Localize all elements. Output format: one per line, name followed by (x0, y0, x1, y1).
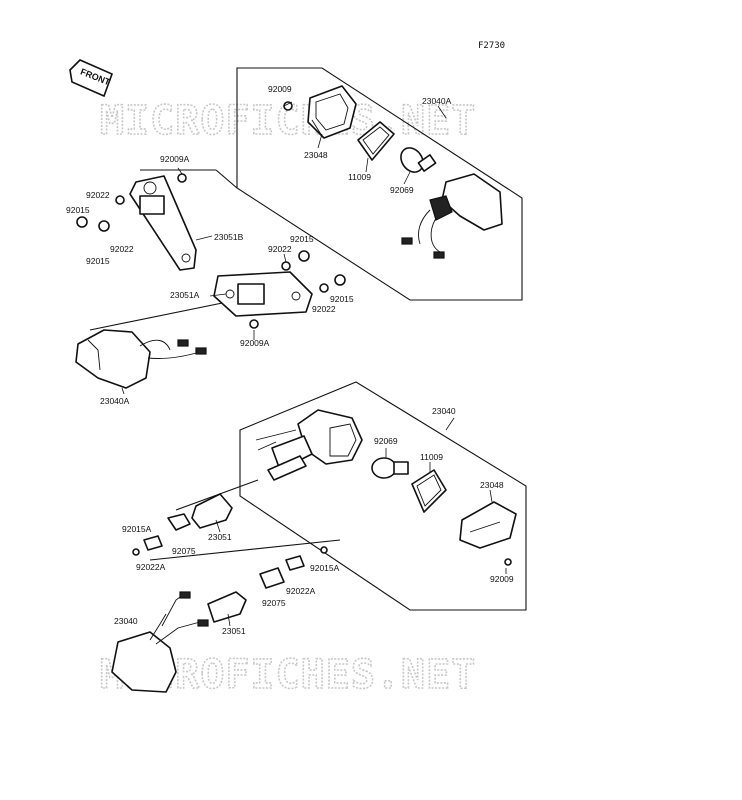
label-92022-d: 92022 (312, 304, 336, 314)
label-92015-a: 92015 (66, 205, 90, 215)
label-92009-lower: 92009 (490, 574, 514, 584)
page-code: F2730 (478, 41, 505, 51)
label-92022-a: 92022 (86, 190, 110, 200)
screw-92009A-bottom-part (249, 319, 259, 329)
nut-92015-b-part (76, 216, 88, 228)
label-92009A-top: 92009A (160, 154, 190, 164)
nut-92015-a-part (98, 220, 110, 232)
stay-23051A-part (213, 271, 313, 317)
stay-23051B-part (129, 175, 197, 271)
label-92009: 92009 (268, 84, 292, 94)
label-23051A: 23051A (170, 290, 200, 300)
label-23040-lamp: 23040 (114, 616, 138, 626)
screw-92009-part (283, 101, 293, 111)
label-92075-a: 92075 (172, 546, 196, 556)
label-23048: 23048 (304, 150, 328, 160)
lamp-housing-lower-right (255, 409, 363, 481)
lower-exploded-box (239, 381, 527, 611)
grommet-23051-a-part (191, 493, 233, 529)
lamp-housing-upper-left (75, 329, 207, 389)
nut-92015-c-part (298, 250, 310, 262)
lower-labels: 23040 92069 11009 23048 92009 92015A 230… (114, 406, 514, 636)
label-92075-b: 92075 (262, 598, 286, 608)
washer-92022A-b-part (285, 555, 305, 571)
label-92015-d: 92015 (330, 294, 354, 304)
label-23051-b: 23051 (222, 626, 246, 636)
label-11009-lower: 11009 (420, 452, 443, 462)
label-23040A: 23040A (422, 96, 452, 106)
bulb-part (400, 147, 437, 173)
gasket-lower-part (411, 469, 447, 513)
screw-92009-lower-part (504, 558, 512, 566)
label-23040: 23040 (432, 406, 456, 416)
label-11009: 11009 (348, 172, 371, 182)
label-92015-b: 92015 (86, 256, 110, 266)
nut-92015A-b-part (320, 546, 328, 554)
lens-cover-lower-part (459, 501, 517, 549)
label-23051B: 23051B (214, 232, 244, 242)
label-23051-a: 23051 (208, 532, 232, 542)
label-23040A-lamp: 23040A (100, 396, 130, 406)
washer-92022-c-part (281, 261, 291, 271)
label-92022-c: 92022 (268, 244, 292, 254)
label-92022A-b: 92022A (286, 586, 316, 596)
lamp-housing-upper-right (401, 173, 503, 259)
lamp-housing-lower-left (111, 591, 209, 693)
washer-92022A-a-part (143, 535, 163, 551)
label-92069: 92069 (390, 185, 414, 195)
label-92022-b: 92022 (110, 244, 134, 254)
nut-92015-d-part (334, 274, 346, 286)
screw-92009A-top-part (177, 173, 187, 183)
lower-assembly (111, 381, 527, 693)
label-92009A-bottom: 92009A (240, 338, 270, 348)
gasket-part (357, 121, 395, 161)
bulb-lower-part (371, 457, 409, 479)
nut-92015A-a-part (132, 548, 140, 556)
grommet-23051-b-part (207, 591, 247, 623)
label-92015A-b: 92015A (310, 563, 340, 573)
label-23048-lower: 23048 (480, 480, 504, 490)
lens-cover-part (307, 85, 357, 139)
label-92022A-a: 92022A (136, 562, 166, 572)
cover-92075-b-part (259, 567, 285, 589)
label-92015-c: 92015 (290, 234, 314, 244)
cover-92075-a-part (167, 513, 191, 531)
front-arrow-icon: FRONT (69, 59, 114, 98)
upper-assembly (75, 67, 523, 395)
upper-labels: 92009 23040A 23048 11009 92069 92009A 92… (66, 84, 452, 406)
label-92069-lower: 92069 (374, 436, 398, 446)
washer-92022-d-part (319, 283, 329, 293)
label-92015A-a: 92015A (122, 524, 152, 534)
